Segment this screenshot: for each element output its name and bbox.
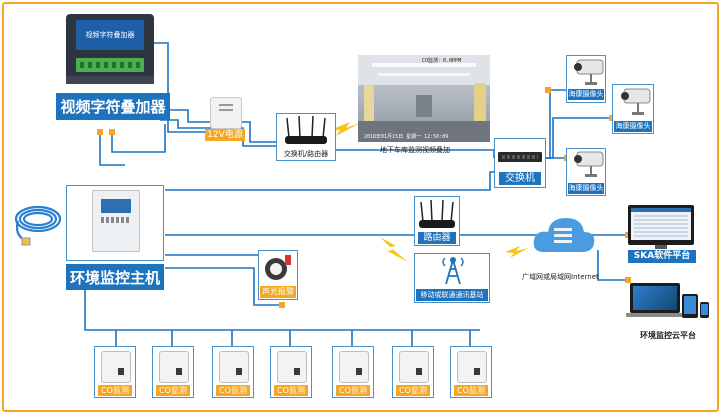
co-sensor-label: CO监测 [274, 385, 308, 396]
co-sensor-card: CO监测 [270, 346, 312, 398]
camera-icon [621, 88, 651, 115]
laptop-base [626, 313, 684, 317]
conn-dot [97, 129, 103, 135]
co-sensor-card: CO监测 [152, 346, 194, 398]
cloud-tablet [682, 294, 698, 318]
router-label: 路由器 [418, 232, 456, 244]
co-sensor-device [339, 351, 369, 383]
cloud-label: 广域网或局域网Internet [522, 273, 599, 281]
cloud-icon [533, 218, 595, 252]
conn-dot [109, 129, 115, 135]
camera-1-label: 海康摄像头 [568, 89, 604, 100]
camera-icon [574, 151, 604, 177]
monitor-video-frame: CO监测：0.0PPM 2018年01月15日 星期一 12:50:09 [358, 55, 490, 142]
video-overlay-top-text: CO监测：0.0PPM [422, 58, 462, 64]
video-overlay-label: 视频字符叠加器 [56, 93, 170, 120]
co-sensor-card: CO监测 [94, 346, 136, 398]
video-overlay-device: 视频字符叠加器 [66, 14, 154, 84]
camera-2-label: 海康摄像头 [614, 121, 652, 132]
video-overlay-bottom-text: 2018年01月15日 星期一 12:50:09 [364, 134, 449, 140]
co-sensor-device [219, 351, 249, 383]
camera-icon [574, 59, 604, 85]
device-nameplate: 视频字符叠加器 [85, 31, 135, 39]
wire-bus [84, 288, 480, 331]
env-host-label: 环境监控主机 [66, 264, 164, 290]
co-sensor-label: CO监测 [156, 385, 190, 396]
co-sensor-label: CO监测 [454, 385, 488, 396]
camera-3-label: 海康摄像头 [568, 183, 604, 194]
co-sensor-label: CO监测 [396, 385, 430, 396]
co-sensor-card: CO监测 [392, 346, 434, 398]
bolt-icon [505, 246, 528, 258]
wire-switch-cam1 [545, 89, 567, 159]
co-sensor-device [277, 351, 307, 383]
alarm-icon [265, 255, 291, 280]
wire-switch-host [165, 171, 520, 191]
conn-dot [545, 87, 551, 93]
cloud-laptop [630, 283, 680, 313]
co-sensor-device [101, 351, 131, 383]
base-station-label: 移动或联通通讯基站 [416, 289, 488, 301]
router-icon [285, 116, 327, 144]
wire-overlay-power [150, 42, 222, 133]
wire-host-alarm-2 [165, 267, 282, 306]
router-icon [419, 199, 455, 228]
ska-label: SKA软件平台 [628, 250, 696, 263]
cloud-phone [700, 302, 709, 318]
switch-icon [498, 152, 542, 162]
power-label: 12V电源 [205, 129, 245, 141]
bolt-icon [328, 122, 360, 136]
env-cloud-label: 环境监控云平台 [640, 331, 696, 340]
conn-dot [625, 277, 631, 283]
small-router-label: 交换机/路由器 [283, 150, 329, 158]
co-sensor-device [399, 351, 429, 383]
co-sensor-card: CO监测 [212, 346, 254, 398]
cable-coil-icon [14, 205, 62, 246]
co-sensor-device [457, 351, 487, 383]
conn-dot [279, 302, 285, 308]
co-sensor-device [159, 351, 189, 383]
power-adapter [210, 97, 242, 129]
env-host-device [92, 190, 140, 252]
wire-bus-drops [115, 330, 471, 348]
ska-monitor [628, 205, 694, 245]
monitor-stand [655, 245, 667, 249]
co-sensor-label: CO监测 [98, 385, 132, 396]
co-sensor-label: CO监测 [216, 385, 250, 396]
switch-label: 交换机 [499, 172, 541, 185]
wire-overlay-host [99, 132, 125, 166]
monitor-caption: 地下车库监测视频叠加 [380, 146, 450, 154]
wire-cloud-envcloud [597, 250, 628, 281]
bolt-icon [380, 237, 408, 262]
alarm-label: 声光报警 [260, 286, 296, 298]
co-sensor-card: CO监测 [450, 346, 492, 398]
co-sensor-label: CO监测 [336, 385, 370, 396]
co-sensor-card: CO监测 [332, 346, 374, 398]
wire-overlay-host-2 [111, 124, 166, 153]
base-station-icon [442, 257, 464, 285]
